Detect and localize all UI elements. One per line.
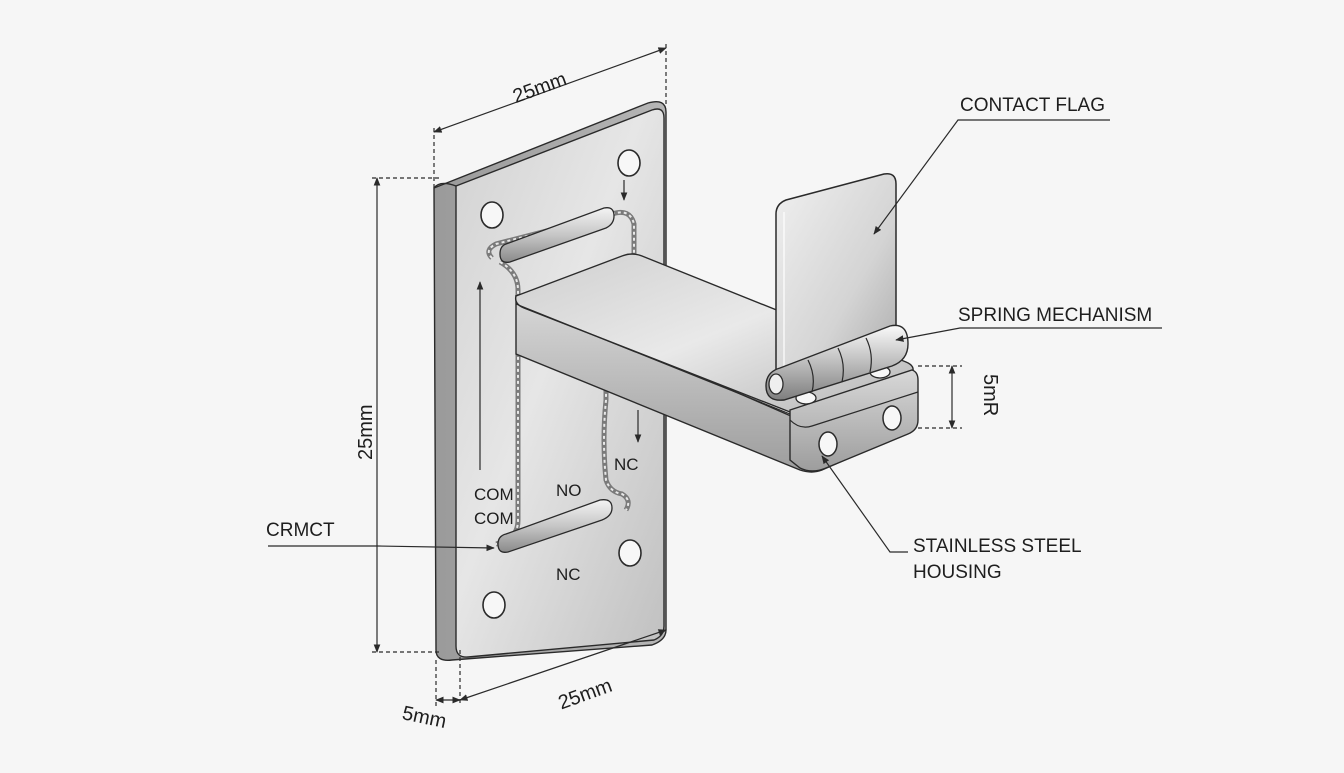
mounting-hole [617, 149, 641, 177]
terminal-nc-lower: NC [556, 565, 581, 584]
dim-top-width: 25mm [510, 68, 570, 108]
mounting-holes [480, 149, 642, 619]
mounting-hole [482, 591, 506, 619]
callout-spring-mechanism: SPRING MECHANISM [958, 305, 1152, 326]
dim-left-height: 25mm [355, 404, 377, 460]
callout-crmct: CRMCT [266, 520, 335, 541]
callout-housing-line2: HOUSING [913, 562, 1002, 583]
terminal-com-2: COM [474, 509, 514, 528]
callout-housing-line1: STAINLESS STEEL [913, 536, 1082, 557]
leader-lines [268, 119, 1162, 553]
contact-rod-upper [499, 207, 615, 263]
plate-arrows [476, 180, 642, 470]
dim-bottom-width: 25mm [555, 675, 615, 715]
dim-radius: 5mR [979, 374, 1001, 416]
contact-rod-lower [497, 499, 613, 553]
housing-hole [818, 431, 838, 457]
terminal-nc-upper: NC [614, 455, 639, 474]
dim-thickness: 5mm [400, 702, 448, 733]
terminal-com-1: COM [474, 485, 514, 504]
mounting-hole [480, 201, 504, 229]
mounting-hole [618, 539, 642, 567]
terminal-no: NO [556, 481, 582, 500]
spring-hinge [765, 324, 909, 401]
dimension-lines [372, 44, 962, 706]
callout-contact-flag: CONTACT FLAG [960, 95, 1105, 116]
housing-hole [882, 405, 902, 431]
